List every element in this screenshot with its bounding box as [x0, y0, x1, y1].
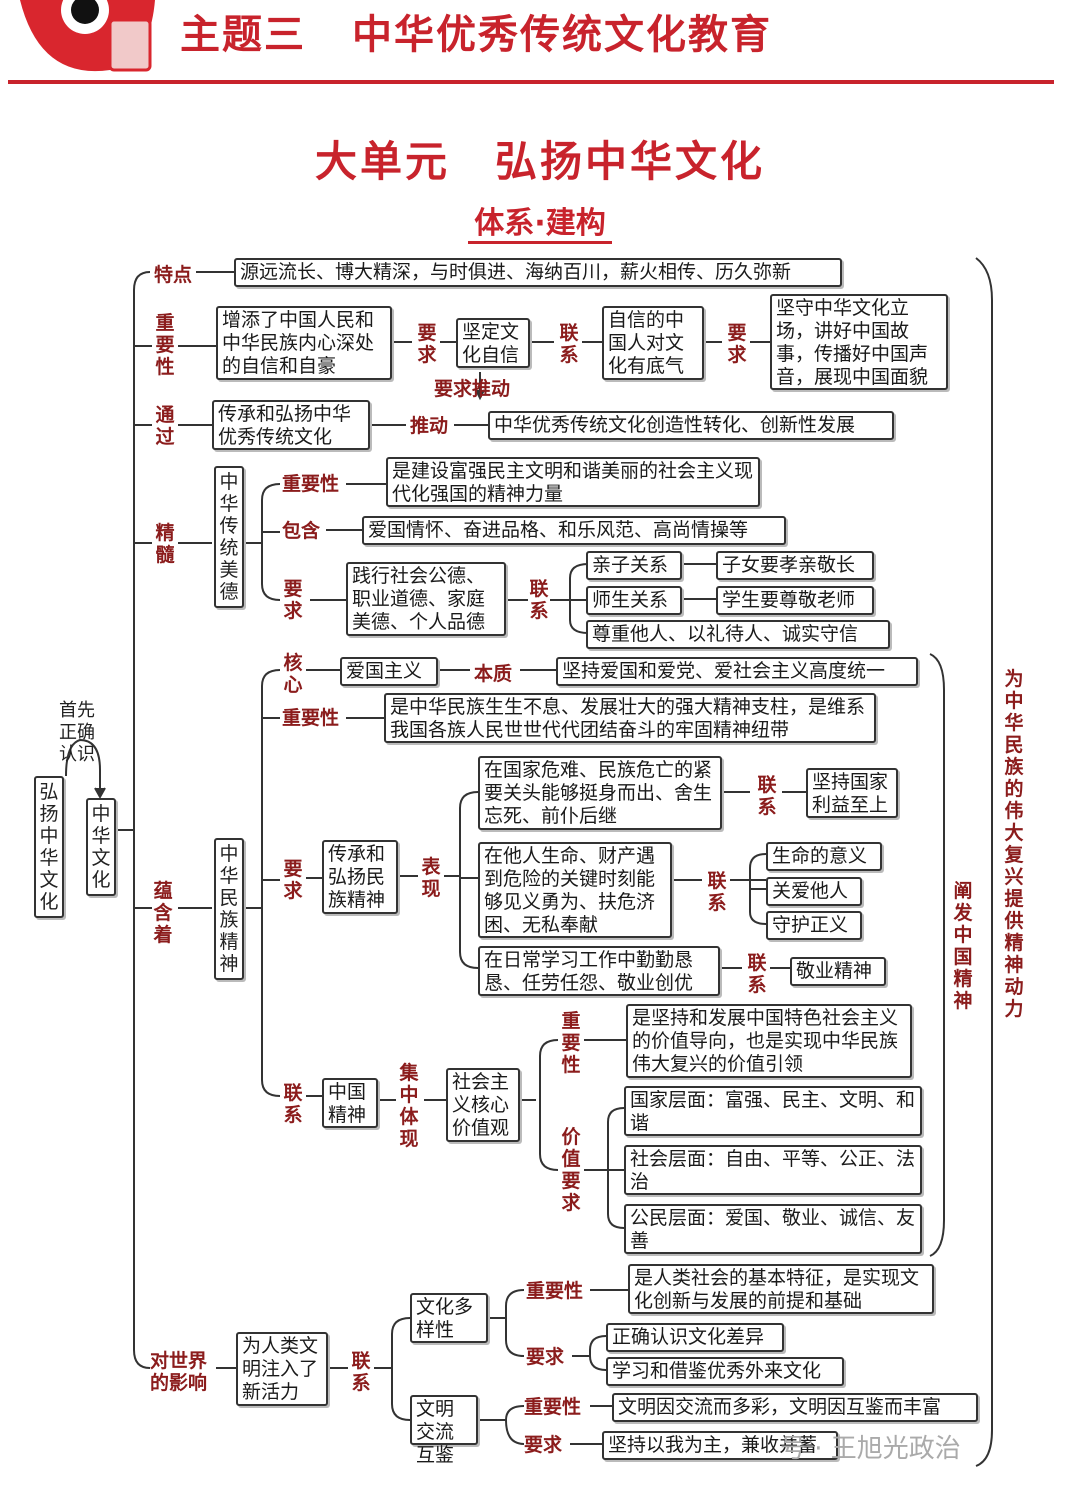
page-title: 大单元 弘扬中华文化 [314, 137, 765, 186]
show2-box: 在他人生命、财产遇到危险的关键时刻能够见义勇为、扶危济困、无私奉献 [478, 842, 672, 938]
div-req2: 学习和借鉴优秀外来文化 [606, 1357, 844, 1386]
essence-rel1-text: 子女要孝亲敬长 [716, 551, 874, 580]
ex-imp-text: 文明因交流而多彩，文明因互鉴而丰富 [612, 1393, 978, 1422]
core-box: 爱国主义 [340, 657, 438, 686]
spirit-imp-text: 是中华民族生生不息、发展壮大的强大精神支柱，是维系我国各族人民世世代代团结奋斗的… [384, 693, 876, 743]
through-box2: 中华优秀传统文化创造性转化、创新性发展 [488, 411, 894, 440]
china-spirit-box: 中国精神 [322, 1078, 378, 1128]
through-box1: 传承和弘扬中华优秀传统文化 [212, 400, 370, 450]
show2-link: 联系 [707, 870, 727, 914]
essence-rel1: 亲子关系 [586, 551, 682, 580]
through-push: 推动 [410, 415, 449, 437]
importance-link: 联系 [559, 322, 579, 366]
importance-box4: 坚守中华文化立场，讲好中国故事，传播好中国声音，展现中国面貌 [770, 294, 948, 390]
show3-link: 联系 [747, 952, 767, 996]
cv-nation: 国家层面：富强、民主、文明、和谐 [624, 1086, 922, 1136]
essence-req-label: 要求 [283, 578, 303, 622]
spirit-imp-label: 重要性 [282, 707, 340, 729]
show-label: 表现 [421, 856, 441, 900]
root-right-label: 为中华民族的伟大复兴提供精神动力 [1004, 668, 1024, 1020]
essence-include-text: 爱国情怀、奋进品格、和乐风范、高尚情操等 [362, 516, 786, 545]
theme-number: 主题三 [180, 12, 306, 58]
importance-req2: 要求 [727, 322, 747, 366]
cv-imp-label: 重要性 [561, 1010, 581, 1076]
essence-include-label: 包含 [282, 520, 321, 542]
essence-link-label: 联系 [529, 578, 549, 622]
cv-req-label: 价值要求 [561, 1126, 581, 1214]
show2-r2: 关爱他人 [766, 877, 862, 906]
core-values-box: 社会主义核心价值观 [446, 1068, 520, 1142]
root-arrow-label: 首先正确认识 [59, 700, 95, 765]
core-label: 核心 [283, 652, 303, 696]
div-imp-text: 是人类社会的基本特征，是实现文化创新与发展的前提和基础 [628, 1264, 934, 1314]
show1-result: 坚持国家利益至上 [806, 768, 898, 818]
nature-label: 本质 [474, 663, 513, 685]
features-label: 特点 [154, 264, 193, 286]
watermark: 号 · 王旭光政治 [780, 1434, 961, 1464]
contains-label: 蕴含着 [153, 880, 173, 946]
mascot-icon [20, 0, 155, 72]
features-box: 源远流长、博大精深，与时俱进、海纳百川，薪火相传、历久弥新 [234, 258, 842, 287]
essence-imp-label: 重要性 [282, 473, 340, 495]
diversity-box: 文化多样性 [410, 1293, 488, 1343]
importance-label: 重要性 [155, 312, 175, 378]
world-label: 对世界的影响 [150, 1350, 208, 1394]
ex-req-label: 要求 [524, 1434, 563, 1456]
focus-label: 集中体现 [399, 1062, 419, 1150]
div-req1: 正确认识文化差异 [606, 1323, 784, 1352]
show3-result: 敬业精神 [790, 957, 886, 986]
essence-label: 精髓 [155, 522, 175, 566]
essence-rel2-text: 学生要尊敬老师 [716, 586, 874, 615]
spirit-req-label: 要求 [283, 858, 303, 902]
page-subtitle: 体系·建构 [0, 198, 1080, 244]
importance-box3: 自信的中国人对文化有底气 [602, 306, 704, 380]
exchange-box: 文明交流互鉴 [410, 1395, 478, 1466]
essence-imp-text: 是建设富强民主文明和谐美丽的社会主义现代化强国的精神力量 [386, 457, 760, 507]
show2-r1: 生命的意义 [766, 842, 882, 871]
essence-rel2: 师生关系 [586, 586, 682, 615]
world-box: 为人类文明注入了新活力 [236, 1332, 328, 1406]
ex-req-text: 坚持以我为主，兼收并蓄 [602, 1431, 838, 1460]
importance-push-label: 要求推动 [434, 378, 511, 400]
importance-req1: 要求 [417, 322, 437, 366]
essence-rel3: 尊重他人、以礼待人、诚实守信 [586, 620, 890, 649]
spirit-link-label: 联系 [283, 1082, 303, 1126]
contains-box: 中华民族精神 [214, 838, 244, 980]
show1-link: 联系 [757, 774, 777, 818]
importance-box1: 增添了中国人民和中华民族内心深处的自信和自豪 [216, 306, 392, 380]
cv-society: 社会层面：自由、平等、公正、法治 [624, 1145, 922, 1195]
show1-box: 在国家危难、民族危亡的紧要关头能够挺身而出、舍生忘死、前仆后继 [478, 756, 722, 830]
div-imp-label: 重要性 [526, 1280, 584, 1302]
essence-req-text: 践行社会公德、职业道德、家庭美德、个人品德 [346, 562, 506, 636]
theme-title: 中华优秀传统文化教育 [352, 12, 772, 58]
header-rule [8, 80, 1054, 84]
through-label: 通过 [155, 404, 175, 448]
root-center-box: 中华文化 [86, 798, 116, 896]
root-left-box: 弘扬中华文化 [34, 776, 64, 918]
header-mascot [0, 0, 160, 80]
cv-citizen: 公民层面：爱国、敬业、诚信、友善 [624, 1204, 922, 1254]
contains-right-label: 阐发中国精神 [953, 880, 973, 1012]
essence-box: 中华传统美德 [214, 466, 244, 608]
world-link-label: 联系 [351, 1350, 371, 1394]
show3-box: 在日常学习工作中勤勤恳恳、任劳任怨、敬业创优 [478, 946, 720, 996]
show2-r3: 守护正义 [766, 911, 862, 940]
nature-text: 坚持爱国和爱党、爱社会主义高度统一 [556, 657, 918, 686]
cv-imp-text: 是坚持和发展中国特色社会主义的价值导向，也是实现中华民族伟大复兴的价值引领 [626, 1004, 912, 1078]
div-req-label: 要求 [526, 1346, 565, 1368]
ex-imp-label: 重要性 [524, 1396, 582, 1418]
spirit-req-box: 传承和弘扬民族精神 [322, 840, 398, 914]
importance-box2: 坚定文化自信 [456, 318, 530, 368]
